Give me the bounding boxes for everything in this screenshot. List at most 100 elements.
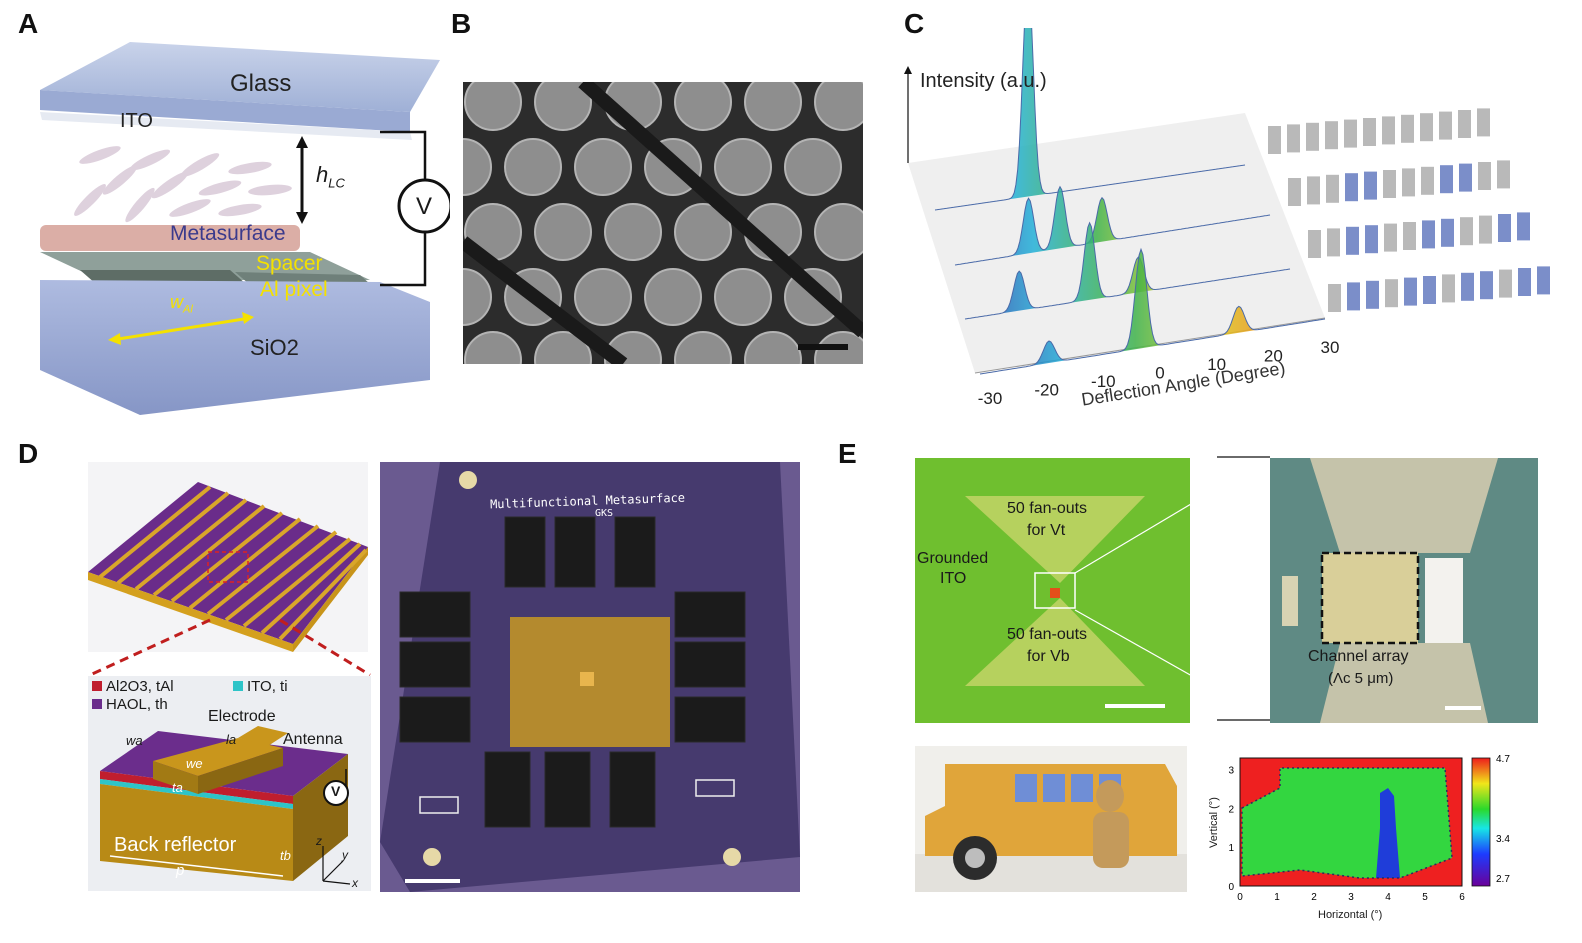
heatmap-y-tick: 3 (1228, 766, 1234, 777)
pattern-cell (1479, 215, 1492, 244)
label-ito-e: ITO (940, 570, 967, 587)
pattern-cell (1459, 163, 1472, 192)
pattern-cell (1363, 118, 1376, 146)
sem-image (463, 82, 863, 364)
label-grounded: Grounded (917, 550, 989, 567)
pattern-cell (1423, 276, 1436, 304)
pattern-cell (1440, 165, 1453, 194)
label-spacer: Spacer (256, 252, 323, 275)
waterfall-curves (934, 0, 1326, 375)
pattern-cell (1421, 166, 1434, 195)
pattern-cell (1306, 122, 1319, 151)
y-axis-label: Intensity (a.u.) (920, 70, 1047, 92)
zoom-lines (89, 618, 371, 677)
pattern-cell (1288, 178, 1301, 206)
phase-patterns (1268, 108, 1550, 312)
antenna-array-render (88, 462, 368, 652)
label-wa: wa (126, 733, 143, 748)
label-we: we (186, 756, 203, 771)
pattern-cell (1442, 274, 1455, 303)
channel-fanout-top (1310, 458, 1498, 553)
label-al-pixel: Al pixel (260, 278, 328, 301)
legend-swatch-haol (92, 699, 102, 709)
colorbar (1471, 757, 1491, 887)
chip-micrograph: 50 fan-outs for Vt Grounded ITO 50 fan-o… (915, 458, 1190, 723)
legend-al2o3: Al2O3, tAl (92, 678, 174, 695)
heatmap-x-tick: 3 (1348, 892, 1354, 903)
metasurface-pillars (40, 225, 300, 251)
x-tick-label: 30 (1321, 338, 1340, 357)
legend-swatch-al2o3 (92, 681, 102, 691)
pattern-cell (1307, 176, 1320, 205)
label-fanout-top-for: for Vt (1027, 522, 1066, 539)
x-tick-label: 10 (1207, 355, 1226, 374)
device-schematic (40, 42, 453, 415)
contact-pad (1425, 558, 1463, 643)
heatmap-frame (1239, 757, 1463, 887)
panel-letter-d: D (18, 438, 39, 469)
heatmap-x-tick: 5 (1422, 892, 1428, 903)
trace-line-1 (934, 0, 1246, 211)
antenna-body (238, 726, 288, 746)
pattern-cell (1402, 168, 1415, 197)
heatmap-x-tick: 6 (1459, 892, 1465, 903)
heatmap-ylabel: Vertical (°) (1208, 797, 1220, 848)
heatmap-bus-region (1242, 768, 1452, 878)
pattern-cell (1458, 110, 1471, 138)
label-wal: wAl (170, 292, 193, 316)
top-fanouts (965, 496, 1145, 583)
circuit-wire-top (380, 130, 427, 180)
scale-bar-chip (1105, 704, 1165, 708)
legend-ito: ITO, ti (233, 678, 288, 695)
electrode-body (153, 738, 283, 776)
pattern-cell (1497, 160, 1510, 189)
legend-swatch-ito (233, 681, 243, 691)
label-voltage: V (416, 193, 433, 220)
pattern-cell (1385, 279, 1398, 308)
pattern-cell (1325, 121, 1338, 150)
scene-photo (915, 746, 1187, 892)
channel-fanout-bottom (1320, 643, 1488, 723)
colorbar-tick: 2.7 (1496, 874, 1510, 885)
label-p: p (176, 862, 185, 879)
label-back-reflector: Back reflector (114, 834, 237, 856)
channel-array-region (1322, 553, 1418, 643)
scale-bar-channel (1445, 706, 1481, 710)
heatmap-y-tick: 0 (1228, 882, 1234, 893)
pattern-cell (1382, 116, 1395, 145)
pattern-cell (1403, 222, 1416, 250)
sio2-substrate (40, 280, 430, 415)
heatmap-x-tick: 4 (1385, 892, 1391, 903)
label-la: la (226, 732, 237, 747)
label-hlc: hLC (316, 162, 345, 191)
x-tick-label: -20 (1034, 381, 1059, 400)
back-reflector-front (100, 784, 293, 881)
trace-line-2 (954, 185, 1271, 266)
pattern-cell (1478, 162, 1491, 190)
pattern-cell (1383, 170, 1396, 198)
pattern-cell (1518, 268, 1531, 296)
trace-line-3 (964, 221, 1291, 320)
pattern-cell (1460, 217, 1473, 246)
label-axis-z: z (316, 834, 322, 848)
sem-pillars (463, 82, 863, 364)
pattern-cell (1404, 277, 1417, 306)
panel-a-schematic: Glass ITO hLC V Metasurface Spacer Al pi… (20, 40, 453, 420)
label-axis-x: x (352, 876, 358, 890)
legend-haol: HAOL, th (92, 696, 168, 713)
pattern-cell (1537, 266, 1550, 295)
heatmap-figure-region (1376, 788, 1400, 878)
axis-y (322, 860, 344, 882)
panel-letter-c: C (904, 8, 925, 39)
wooden-figure (1096, 780, 1124, 812)
label-ito: ITO (120, 110, 153, 132)
zoom-connector-lines (1074, 456, 1271, 721)
zoom-box-e (1034, 572, 1076, 609)
glass-layer-side (40, 90, 410, 132)
heatmap-x-tick: 2 (1311, 892, 1317, 903)
pattern-cell (1327, 228, 1340, 257)
label-channel-period: (Λc 5 μm) (1328, 670, 1394, 687)
